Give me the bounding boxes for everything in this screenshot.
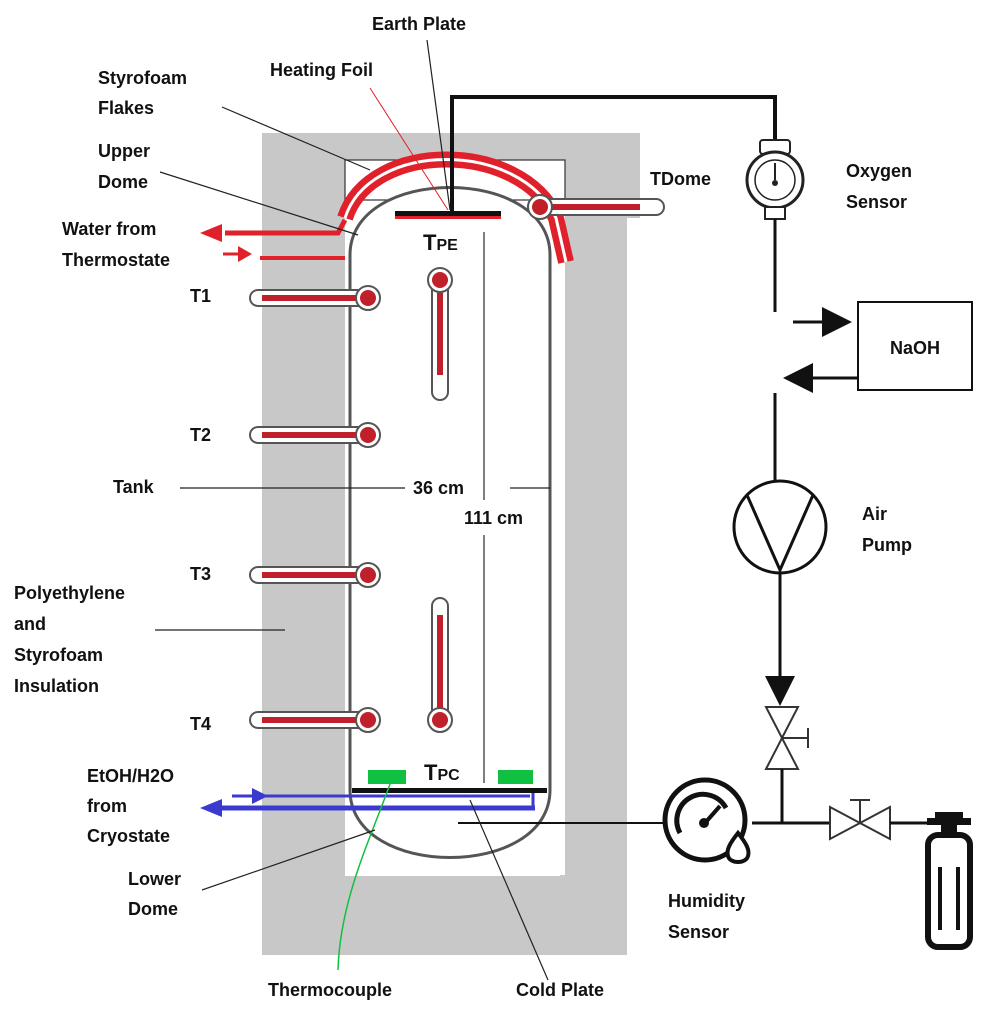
label-styrofoam-flakes-2: Flakes [98,98,154,118]
label-t1: T1 [190,286,211,306]
label-t4: T4 [190,714,211,734]
green-pad-right [498,770,533,784]
valve-vertical [764,706,809,770]
cold-plate [352,788,547,793]
humidity-sensor-icon [662,777,751,864]
leader-upper-dome [159,171,359,236]
label-upper-dome-2: Dome [98,172,148,192]
label-air-pump-1: Air [862,504,887,524]
label-insulation-4: Insulation [14,676,99,696]
water-inlet-arrow-head [238,246,252,262]
label-styrofoam-flakes-1: Styrofoam [98,68,187,88]
water-outlet-pipe [225,218,348,236]
label-heating-foil: Heating Foil [270,60,373,80]
label-lower-dome-2: Dome [128,899,178,919]
green-pad-left [368,770,406,784]
leader-lower-dome [201,829,376,891]
label-tank: Tank [113,477,155,497]
label-etoh-2: from [87,796,127,816]
leader-earth-plate [426,39,451,211]
tank-outline [348,186,552,859]
label-insulation-3: Styrofoam [14,645,103,665]
label-humidity-1: Humidity [668,891,745,911]
thermometer-t4 [249,707,381,733]
oxygen-sensor-gauge [745,139,805,220]
leader-cold-plate [469,799,549,981]
thermometer-t1 [249,285,381,311]
naoh-box [857,301,973,391]
label-naoh: NaOH [890,338,940,358]
air-pump-symbol [732,479,828,575]
label-oxygen-1: Oxygen [846,161,912,181]
label-thermocouple: Thermocouple [268,980,392,1000]
label-earth-plate: Earth Plate [372,14,466,34]
earth-plate [395,211,501,216]
label-etoh-3: Cryostate [87,826,170,846]
thermometer-lower-vertical [427,597,453,733]
thermometer-t3 [249,562,381,588]
label-height-dim: 111 cm [464,508,523,528]
gas-line-top [450,95,777,212]
cryostat-outlet-arrow [200,799,222,817]
leader-heating-foil [369,87,449,211]
label-humidity-2: Sensor [668,922,729,942]
label-insulation-2: and [14,614,46,634]
leader-styrofoam-flakes [221,106,371,171]
label-cold-plate: Cold Plate [516,980,604,1000]
water-outlet-arrow [200,224,222,242]
label-tpc: TPC [424,760,460,785]
label-t3: T3 [190,564,211,584]
label-lower-dome-1: Lower [128,869,181,889]
label-oxygen-2: Sensor [846,192,907,212]
label-upper-dome-1: Upper [98,141,150,161]
label-width-dim: 36 cm [413,478,464,498]
label-t2: T2 [190,425,211,445]
thermocouple-wire [337,783,391,971]
label-water-2: Thermostate [62,250,170,270]
label-etoh-1: EtOH/H2O [87,766,174,786]
lower-cavity-bottom [345,860,560,876]
label-tpe: TPE [423,230,458,255]
valve-horizontal [829,799,891,841]
label-water-1: Water from [62,219,156,239]
thermometer-t2 [249,422,381,448]
thermometer-upper-vertical [427,267,453,401]
label-insulation-1: Polyethylene [14,583,125,603]
cryostat-inlet-arrow-head [252,788,268,804]
label-air-pump-2: Pump [862,535,912,555]
heating-foil-plate [395,216,501,219]
label-tdome: TDome [650,169,711,189]
gas-cylinder [925,812,973,950]
thermometer-tdome [527,194,665,220]
